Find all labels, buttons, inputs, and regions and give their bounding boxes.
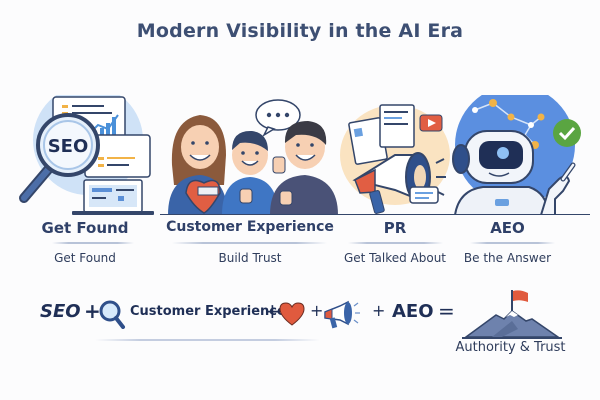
equation-row: SEO + Customer Experience + + + AEO = [0, 293, 600, 333]
panel-customer-experience: Customer Experience Build Trust [160, 95, 340, 285]
mountain-flag-icon [462, 290, 562, 339]
panel-divider [348, 242, 443, 244]
panel-aeo: AEO Be the Answer [445, 95, 590, 285]
megaphone-small-icon [324, 300, 360, 329]
equation-term-seo: SEO [40, 301, 81, 322]
panel-pr: PR Get Talked About [340, 95, 450, 285]
megaphone-icon [340, 104, 450, 215]
page-title: Modern Visibility in the AI Era [136, 20, 464, 42]
panel-subtitle: Get Found [54, 251, 116, 265]
result-label: Authority & Trust [455, 340, 566, 355]
panel-subtitle: Build Trust [218, 251, 282, 265]
panel-heading: Get Found [41, 219, 129, 237]
equals-sign: = [438, 299, 455, 323]
plus-sign: + [372, 301, 386, 320]
svg-text:SEO: SEO [48, 136, 89, 157]
panel-seo: SEO Get Found Get Found [10, 95, 160, 285]
seo-magnifier-icon: SEO [19, 95, 154, 215]
plus-sign: + [84, 299, 101, 323]
panel-heading: PR [383, 219, 407, 237]
panel-divider [52, 242, 134, 244]
customers-thumbs-up-icon [160, 99, 340, 215]
equation-divider [95, 339, 320, 341]
panel-heading: Customer Experience [166, 219, 334, 235]
magnifier-icon [99, 300, 125, 329]
plus-sign: + [264, 299, 281, 323]
equation-term-customer-experience: Customer Experience [130, 304, 286, 319]
robot-assistant-icon [445, 95, 590, 215]
panel-subtitle: Get Talked About [343, 251, 447, 265]
plus-sign: + [310, 301, 324, 320]
panel-heading: AEO [490, 219, 525, 237]
panel-subtitle: Be the Answer [463, 251, 552, 265]
panel-divider [470, 242, 555, 244]
heart-icon [279, 302, 305, 326]
equation-term-aeo: AEO [392, 301, 434, 322]
panel-divider [172, 242, 327, 244]
